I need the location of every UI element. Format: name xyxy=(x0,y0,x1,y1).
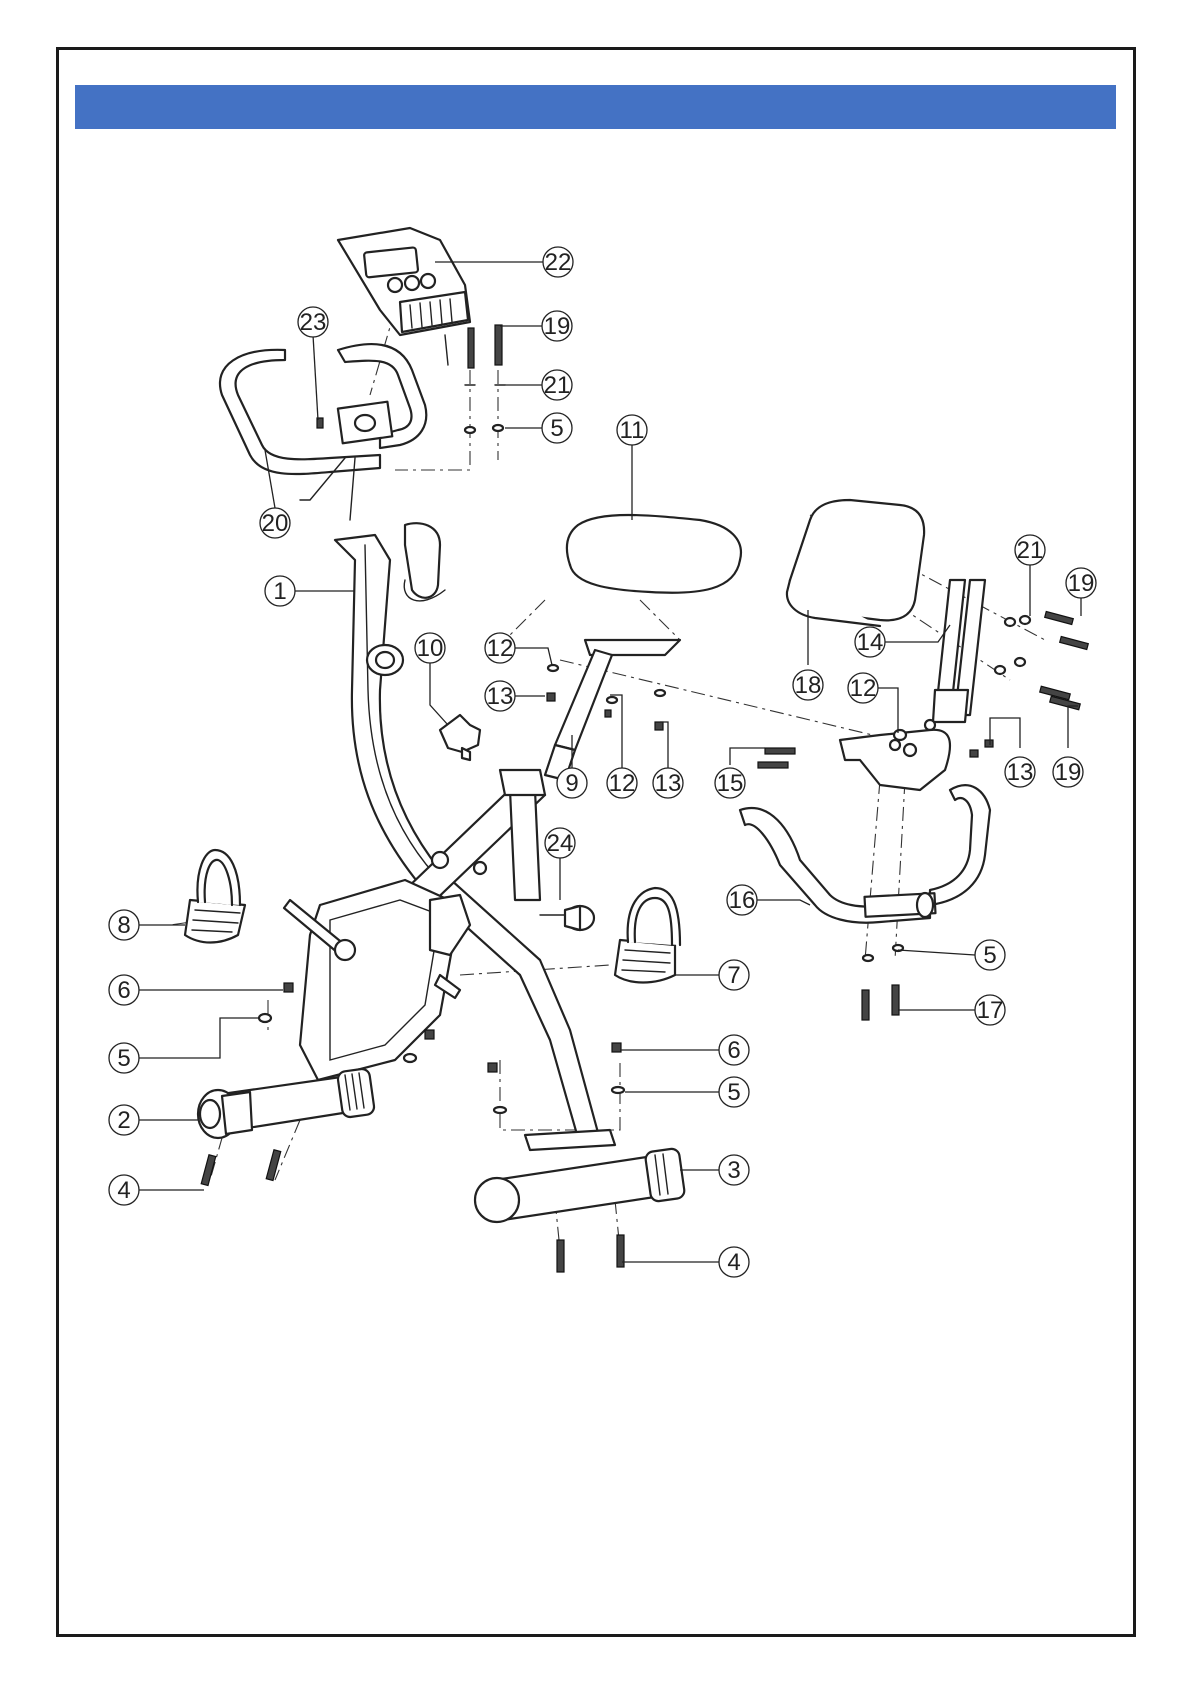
callout-18: 18 xyxy=(793,670,823,700)
callout-label: 1 xyxy=(273,578,286,605)
callout-12: 12 xyxy=(607,768,637,798)
callout-17: 17 xyxy=(975,995,1005,1025)
callout-label: 4 xyxy=(117,1177,130,1204)
callout-23: 23 xyxy=(298,307,328,337)
callout-5: 5 xyxy=(542,413,572,443)
callout-label: 8 xyxy=(117,912,130,939)
callout-4: 4 xyxy=(719,1247,749,1277)
callout-20: 20 xyxy=(260,508,290,538)
callout-7: 7 xyxy=(719,960,749,990)
callout-label: 6 xyxy=(727,1037,740,1064)
callout-label: 5 xyxy=(983,942,996,969)
callout-label: 7 xyxy=(727,962,740,989)
callout-label: 12 xyxy=(487,635,514,662)
callout-6: 6 xyxy=(109,975,139,1005)
callout-13: 13 xyxy=(485,681,515,711)
callout-8: 8 xyxy=(109,910,139,940)
callout-11: 11 xyxy=(617,415,647,445)
callout-label: 22 xyxy=(545,249,572,276)
callout-label: 20 xyxy=(262,510,289,537)
callout-label: 6 xyxy=(117,977,130,1004)
callout-2: 2 xyxy=(109,1105,139,1135)
callout-1: 1 xyxy=(265,576,295,606)
callout-3: 3 xyxy=(719,1155,749,1185)
callout-19: 19 xyxy=(1066,568,1096,598)
left-pedal-part xyxy=(185,850,245,943)
callout-13: 13 xyxy=(653,768,683,798)
callout-16: 16 xyxy=(727,885,757,915)
callout-5: 5 xyxy=(975,940,1005,970)
callout-9: 9 xyxy=(557,768,587,798)
callout-label: 19 xyxy=(1055,759,1082,786)
callout-label: 18 xyxy=(795,672,822,699)
callout-label: 9 xyxy=(565,770,578,797)
callout-10: 10 xyxy=(415,633,445,663)
callout-19: 19 xyxy=(1053,757,1083,787)
callout-label: 19 xyxy=(544,313,571,340)
callout-19: 19 xyxy=(542,311,572,341)
backrest-part xyxy=(787,500,924,626)
callout-label: 2 xyxy=(117,1107,130,1134)
callout-label: 13 xyxy=(655,770,682,797)
callout-label: 3 xyxy=(727,1157,740,1184)
front-stabilizer-part xyxy=(198,1068,375,1138)
callout-label: 5 xyxy=(550,415,563,442)
callout-label: 15 xyxy=(717,770,744,797)
knob-part xyxy=(440,715,480,760)
right-pedal-part xyxy=(615,888,680,983)
callout-label: 10 xyxy=(417,635,444,662)
callout-label: 5 xyxy=(117,1045,130,1072)
callout-24: 24 xyxy=(545,828,575,858)
seat-part xyxy=(567,515,741,593)
callout-label: 12 xyxy=(609,770,636,797)
callout-label: 21 xyxy=(1017,537,1044,564)
knob-24-part xyxy=(540,906,594,930)
handlebar-part xyxy=(220,344,426,520)
callout-label: 12 xyxy=(850,675,877,702)
callout-label: 14 xyxy=(857,629,884,656)
callout-label: 21 xyxy=(544,372,571,399)
callout-label: 5 xyxy=(727,1079,740,1106)
rear-handle-part xyxy=(740,785,990,922)
callout-15: 15 xyxy=(715,768,745,798)
callout-22: 22 xyxy=(543,247,573,277)
callout-label: 4 xyxy=(727,1249,740,1276)
callout-label: 11 xyxy=(620,417,645,444)
callout-label: 19 xyxy=(1068,570,1095,597)
flywheel-housing-part xyxy=(284,880,470,1080)
rear-stabilizer-part xyxy=(475,1148,685,1222)
callout-label: 17 xyxy=(977,997,1004,1024)
callout-13: 13 xyxy=(1005,757,1035,787)
callout-5: 5 xyxy=(719,1077,749,1107)
callout-21: 21 xyxy=(542,370,572,400)
callout-14: 14 xyxy=(855,627,885,657)
callout-5: 5 xyxy=(109,1043,139,1073)
callout-label: 16 xyxy=(729,887,756,914)
lower-right-bolts xyxy=(862,945,903,1020)
callout-label: 24 xyxy=(547,830,574,857)
callout-21: 21 xyxy=(1015,535,1045,565)
callout-6: 6 xyxy=(719,1035,749,1065)
callout-12: 12 xyxy=(848,673,878,703)
callout-label: 23 xyxy=(300,309,327,336)
callout-4: 4 xyxy=(109,1175,139,1205)
callout-12: 12 xyxy=(485,633,515,663)
callout-label: 13 xyxy=(487,683,514,710)
callout-label: 13 xyxy=(1007,759,1034,786)
